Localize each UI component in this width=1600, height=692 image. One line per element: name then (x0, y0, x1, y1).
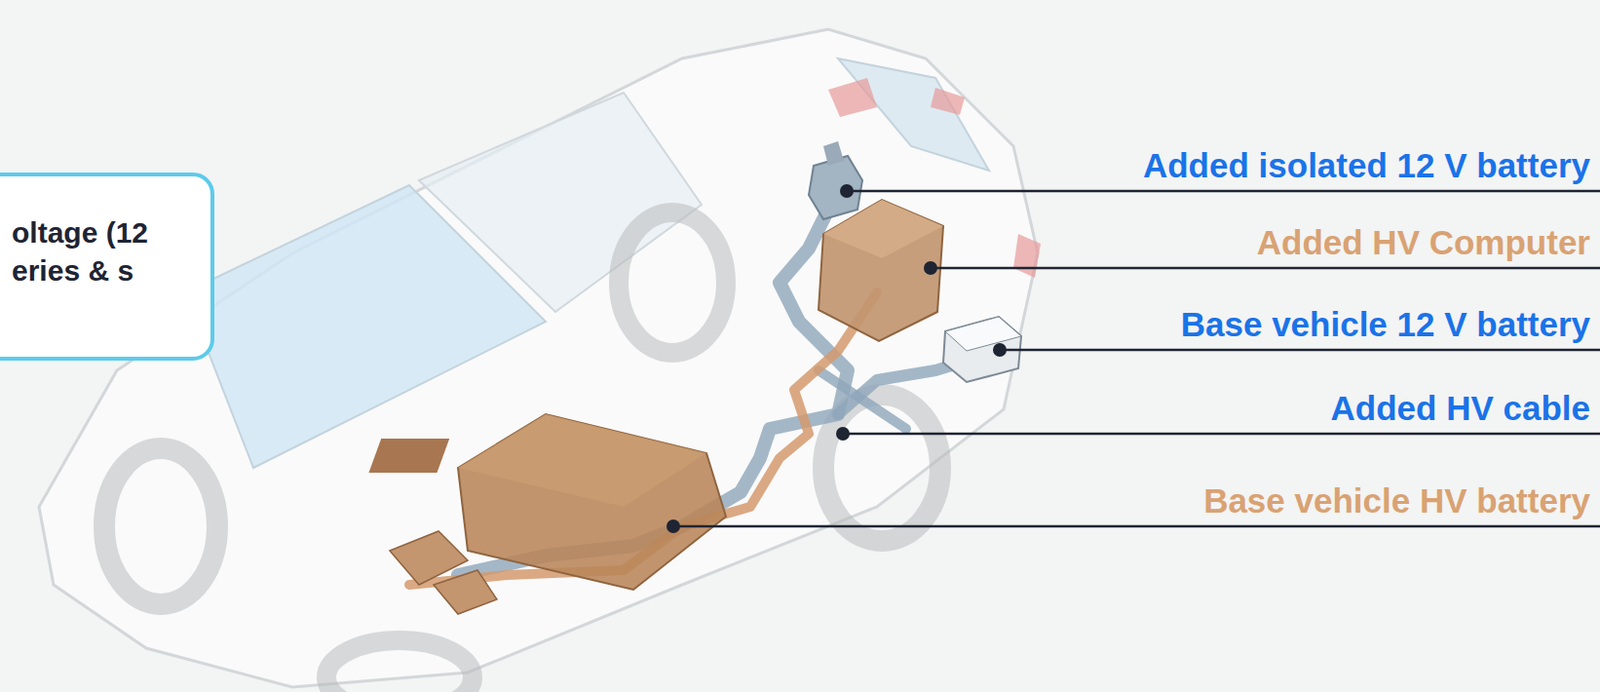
leader-dot (839, 184, 854, 198)
leader-dot (836, 426, 850, 441)
callout-label: Base vehicle 12 V battery (1180, 304, 1591, 345)
leader-dots (666, 184, 1007, 534)
hv-module (433, 570, 497, 614)
callout-label: Added HV Computer (1257, 222, 1591, 264)
hv-battery-pack (368, 414, 726, 614)
rear-window (838, 58, 990, 171)
computer-box (818, 199, 944, 342)
battery-top (945, 316, 1022, 351)
hv-battery-detail (368, 438, 450, 473)
leader-lines (673, 190, 1600, 527)
battery-box (808, 155, 863, 220)
hv-computer (818, 199, 944, 342)
tail-light (930, 87, 965, 115)
tail-light (828, 77, 877, 117)
callout-label: Base vehicle HV battery (1203, 480, 1591, 522)
leader-dot (992, 342, 1007, 357)
callout-label: Added HV cable (1331, 387, 1591, 429)
wheel (104, 448, 218, 605)
tail-light (1013, 233, 1041, 278)
leader-line (999, 348, 1600, 352)
leader-line (842, 432, 1600, 436)
leader-line (930, 266, 1600, 270)
callout-text: oltage (12 eries & s (11, 213, 197, 290)
leader-dot (923, 261, 938, 275)
leader-line (673, 525, 1600, 529)
leader-dot (666, 519, 681, 534)
wheel (326, 640, 473, 692)
isolated-battery (808, 141, 863, 220)
wheel (618, 212, 726, 353)
side-window (419, 92, 702, 312)
wheels (104, 212, 941, 692)
hv-battery (457, 414, 726, 590)
callout-box: oltage (12 eries & s (0, 172, 215, 361)
hv-battery-top (457, 414, 707, 507)
low-voltage-cable (818, 370, 907, 429)
battery-bracket (823, 141, 844, 166)
callout-label: Added isolated 12 V battery (1142, 145, 1591, 187)
leader-line (846, 190, 1600, 193)
